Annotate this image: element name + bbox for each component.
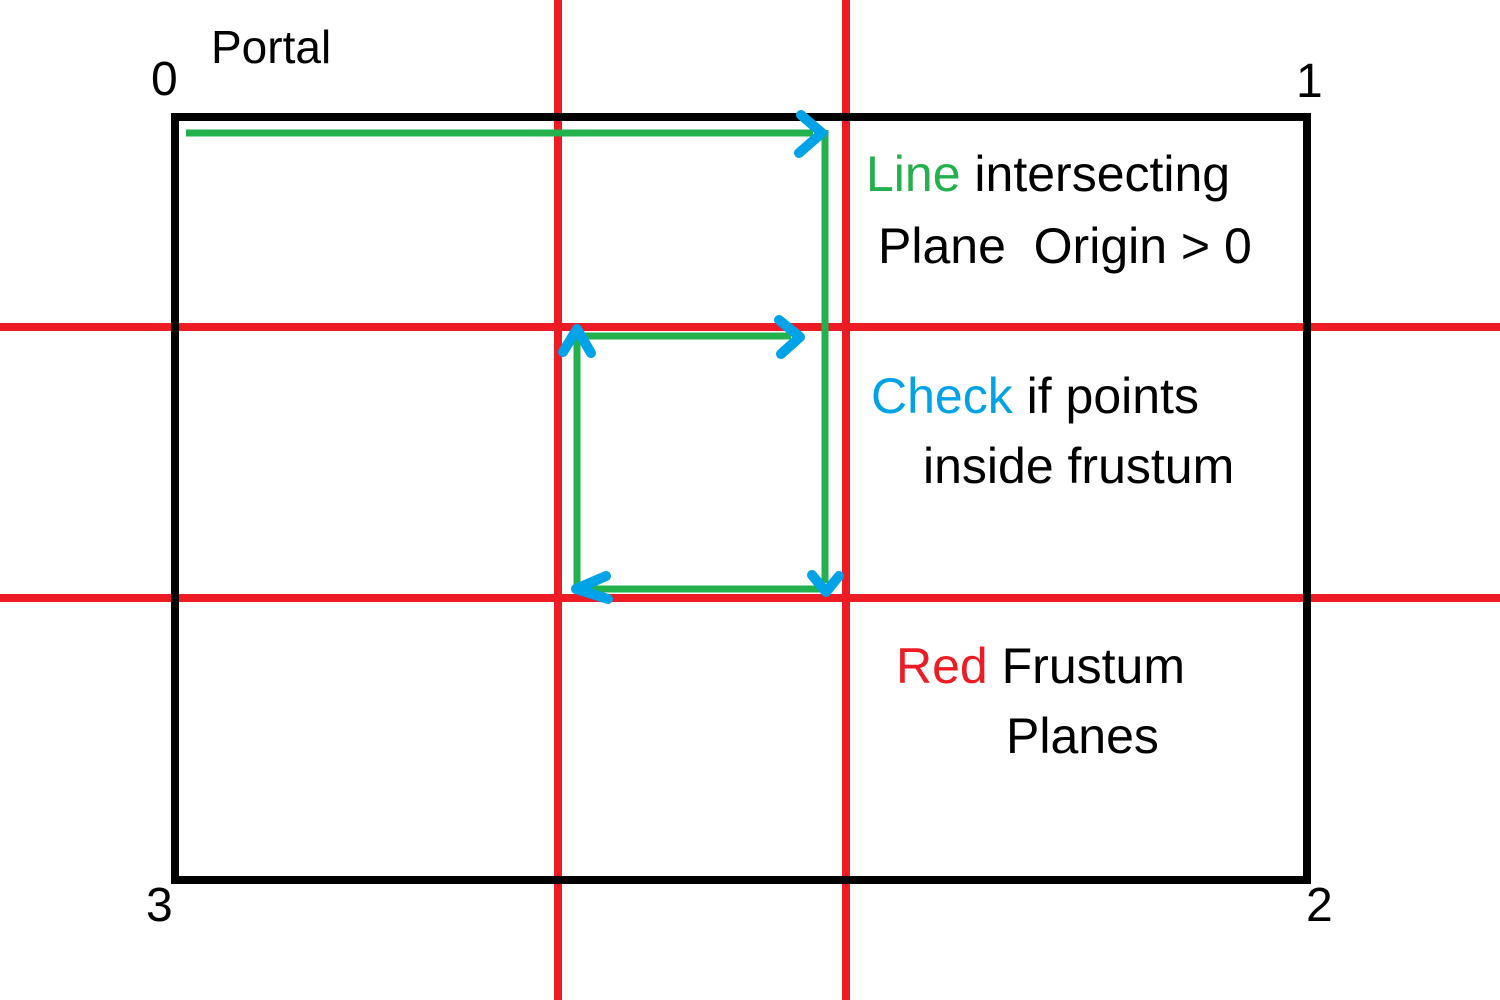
portal-rectangle (171, 113, 1311, 884)
annotation-red-rest: Frustum (987, 638, 1185, 694)
annotation-plane-origin: Plane Origin > 0 (878, 218, 1252, 274)
arrow-up-icon (558, 324, 596, 358)
corner-label-3: 3 (146, 879, 173, 932)
arrow-down-icon (807, 570, 844, 597)
annotation-red-frustum: Red Frustum (896, 641, 1185, 691)
annotation-check-rest: if points (1012, 368, 1199, 424)
annotation-line-intersecting: Line intersecting (866, 149, 1230, 199)
annotation-planes: Planes (1006, 708, 1159, 764)
annotation-line-keyword: Line (866, 146, 961, 202)
annotation-line-rest: intersecting (960, 146, 1231, 202)
corner-label-1: 1 (1296, 55, 1323, 108)
check-point-arrows (558, 110, 844, 604)
annotation-inside-frustum: inside frustum (923, 438, 1235, 494)
arrow-left-icon (571, 571, 613, 604)
annotation-red-keyword: Red (896, 638, 988, 694)
annotation-check-keyword: Check (871, 368, 1013, 424)
portal-title: Portal (211, 21, 332, 73)
arrow-right-inner-icon (774, 315, 805, 359)
corner-label-2: 2 (1306, 879, 1333, 932)
arrow-right-top-icon (794, 110, 827, 158)
annotation-check-points: Check if points (871, 371, 1199, 421)
clipped-line-segments (186, 129, 829, 593)
corner-label-0: 0 (151, 53, 178, 106)
